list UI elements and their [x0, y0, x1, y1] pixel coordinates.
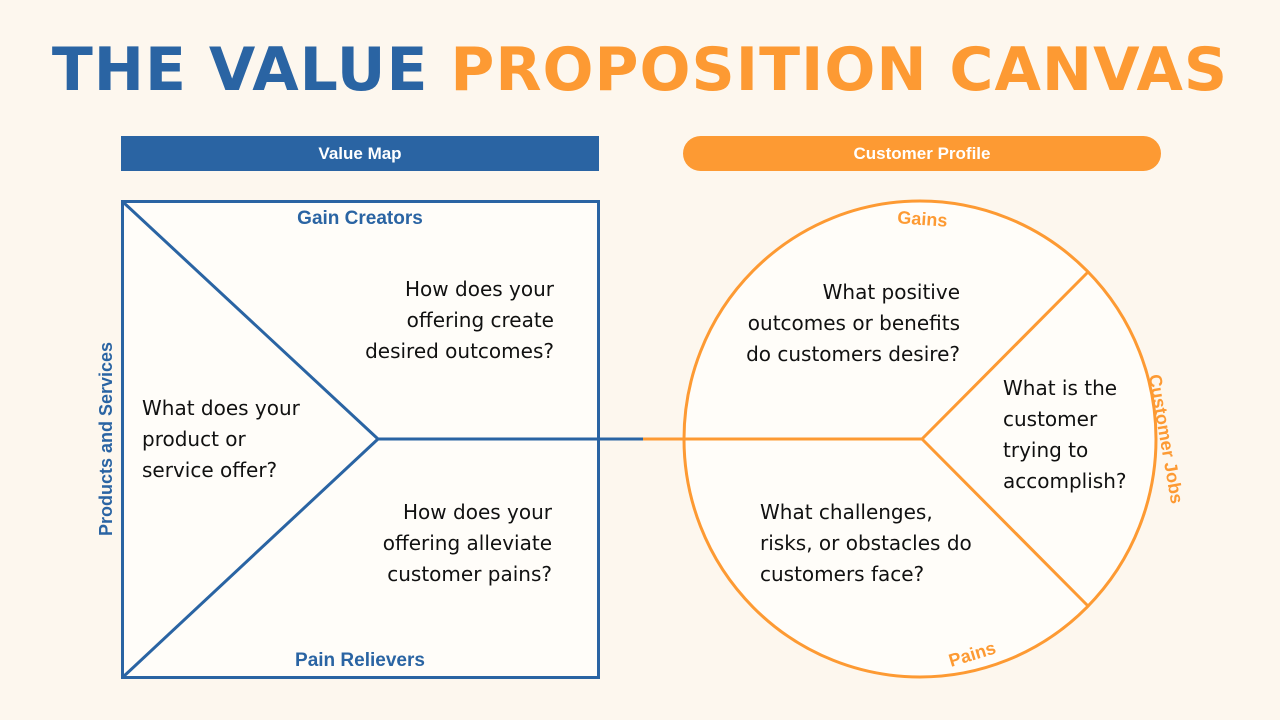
pains-question: What challenges, risks, or obstacles do … — [760, 500, 972, 586]
products-services-question: What does your product or service offer? — [142, 396, 300, 482]
pain-relievers-question: How does your offering alleviate custome… — [382, 500, 552, 586]
value-map-lower-diagonal — [121, 437, 380, 679]
circle-lower-divider — [920, 437, 1091, 609]
gains-question: What positive outcomes or benefits do cu… — [746, 280, 960, 366]
gains-label: Gains — [897, 207, 948, 230]
page-title: THE VALUE PROPOSITION CANVAS — [0, 34, 1280, 106]
customer-profile-header: Customer Profile — [683, 136, 1161, 171]
title-part-value: THE VALUE — [51, 35, 429, 105]
title-part-proposition-canvas: PROPOSITION CANVAS — [450, 35, 1229, 105]
value-map-header: Value Map — [121, 136, 599, 171]
pain-relievers-label: Pain Relievers — [295, 650, 425, 671]
customer-jobs-question: What is the customer trying to accomplis… — [1003, 376, 1127, 493]
circle-upper-divider — [920, 269, 1091, 441]
gain-creators-label: Gain Creators — [297, 208, 423, 229]
value-map-upper-diagonal — [121, 200, 380, 441]
products-and-services-label: Products and Services — [96, 342, 116, 536]
gain-creators-question: How does your offering create desired ou… — [365, 277, 554, 363]
